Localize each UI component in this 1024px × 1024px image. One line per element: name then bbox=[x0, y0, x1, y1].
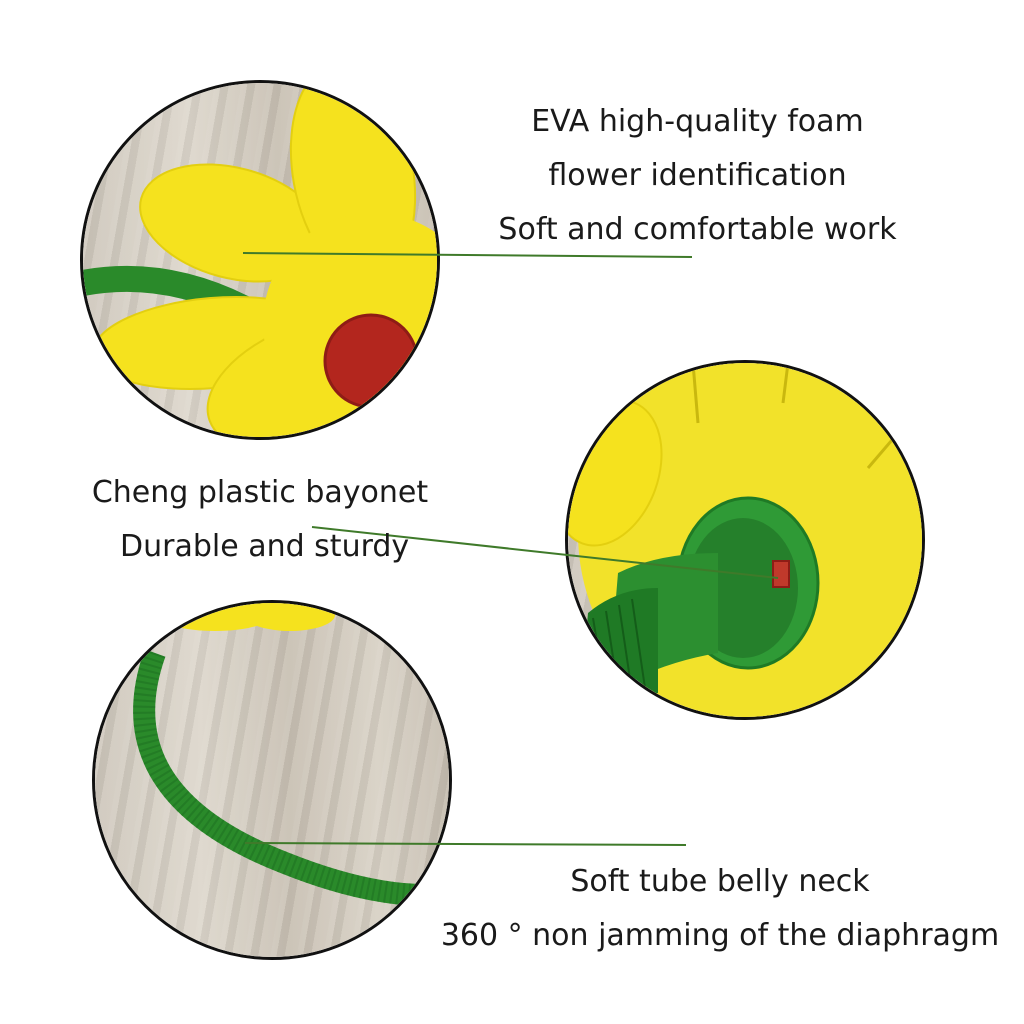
eva-leader-line bbox=[242, 252, 693, 258]
tube-leader-line bbox=[244, 842, 687, 846]
flower-illustration bbox=[83, 83, 437, 437]
bayonet-illustration bbox=[568, 363, 922, 717]
bayonet-caption-line-1: Cheng plastic bayonet bbox=[91, 475, 429, 510]
tube-caption-line-2: 360 ° non jamming of the diaphragm bbox=[440, 918, 1000, 953]
bayonet-leader-line bbox=[311, 526, 779, 579]
eva-caption-line-3: Soft and comfortable work bbox=[498, 212, 897, 247]
tube-caption-line-1: Soft tube belly neck bbox=[570, 864, 870, 899]
bayonet-caption: Cheng plastic bayonet Durable and sturdy bbox=[80, 466, 440, 574]
eva-caption-line-2: flower identification bbox=[548, 158, 847, 193]
bayonet-detail-photo bbox=[565, 360, 925, 720]
tube-detail-photo bbox=[92, 600, 452, 960]
flower-detail-photo bbox=[80, 80, 440, 440]
tube-caption: Soft tube belly neck 360 ° non jamming o… bbox=[440, 855, 1000, 963]
eva-caption-line-1: EVA high-quality foam bbox=[531, 104, 864, 139]
eva-caption: EVA high-quality foam flower identificat… bbox=[480, 95, 915, 257]
bayonet-caption-line-2: Durable and sturdy bbox=[120, 529, 410, 564]
tube-illustration bbox=[133, 603, 449, 906]
